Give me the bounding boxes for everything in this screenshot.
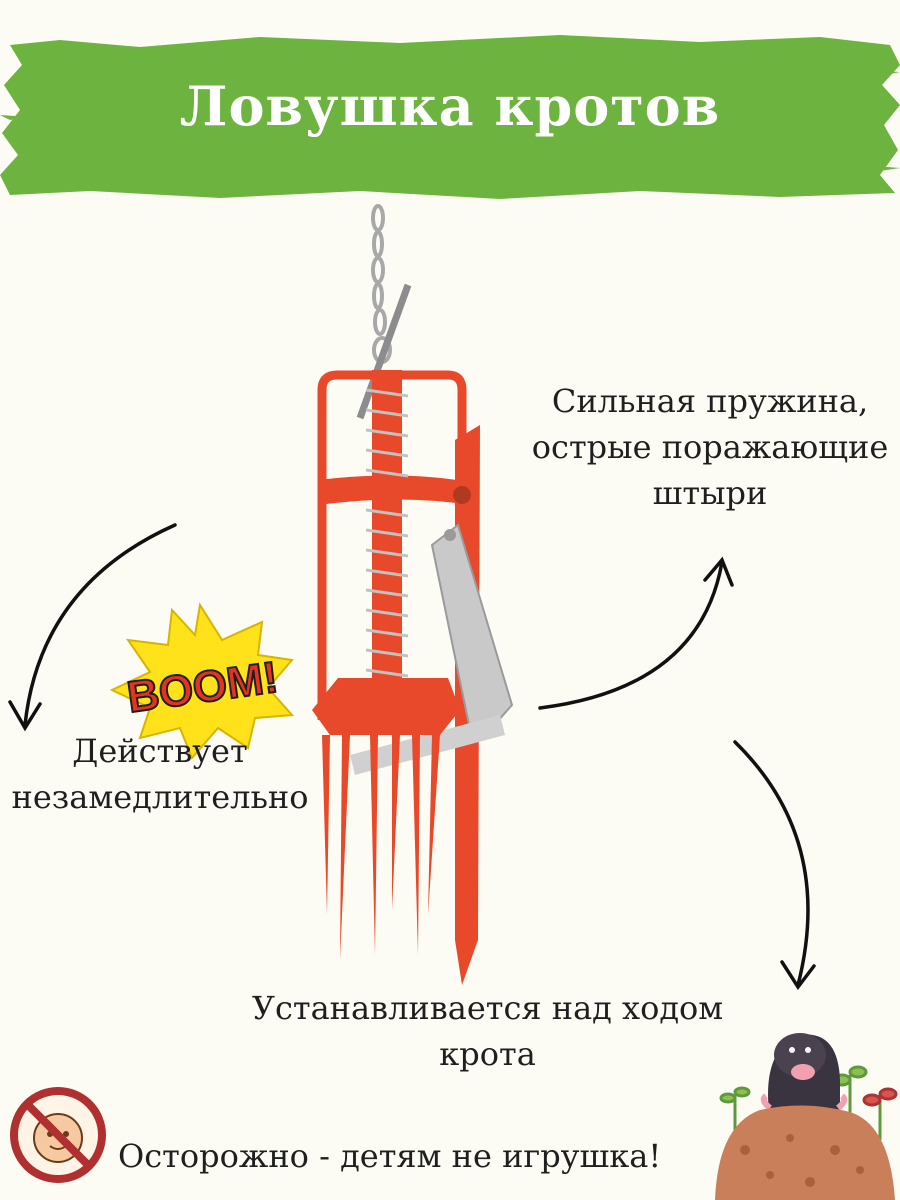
header-banner — [0, 35, 900, 199]
instant-caption-line: Действует — [72, 732, 248, 770]
spring-caption-line: острые поражающие — [531, 428, 889, 466]
instant-caption: Действует незамедлительно — [0, 728, 320, 820]
install-caption: Устанавливается над ходом крота — [200, 985, 775, 1077]
instant-caption-line: незамедлительно — [11, 778, 309, 816]
tines — [322, 735, 440, 960]
install-caption-line: крота — [439, 1035, 536, 1073]
page-title: Ловушка кротов — [179, 74, 721, 138]
spring-caption-line: штыри — [652, 474, 768, 512]
spring-caption: Сильная пружина, острые поражающие штыри — [520, 378, 900, 516]
warning-caption: Осторожно - детям не игрушка! — [118, 1137, 662, 1175]
curved-arrow-icon — [23, 523, 177, 727]
curved-arrow-icon — [538, 560, 724, 710]
spring — [365, 388, 409, 698]
spring-caption-line: Сильная пружина, — [551, 382, 869, 420]
install-caption-line: Устанавливается над ходом — [251, 989, 724, 1027]
curved-arrow-icon — [733, 740, 810, 987]
